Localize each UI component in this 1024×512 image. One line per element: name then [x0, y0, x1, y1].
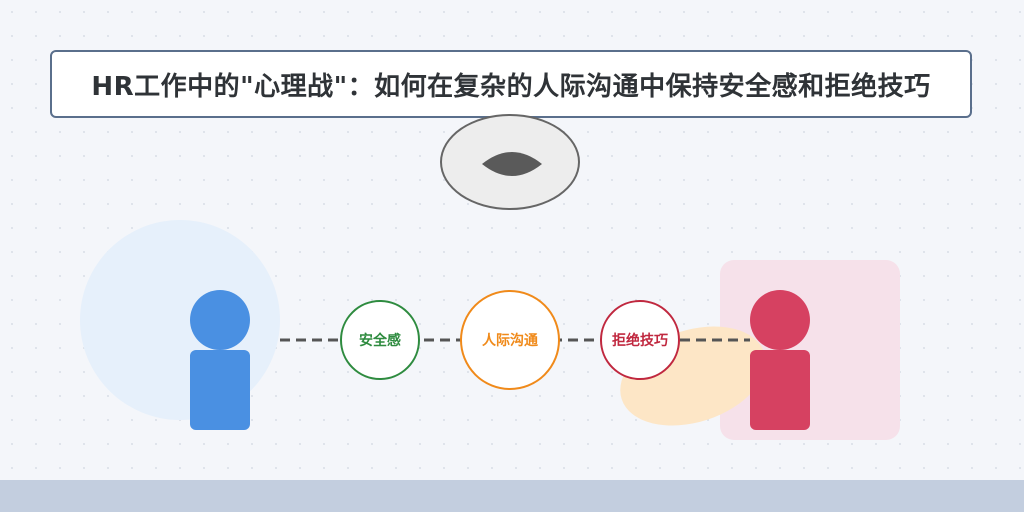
- person-right-figure: [750, 290, 810, 430]
- eye-badge: [440, 114, 580, 210]
- node-refusal: 拒绝技巧: [600, 300, 680, 380]
- title-banner: HR工作中的"心理战"：如何在复杂的人际沟通中保持安全感和拒绝技巧: [50, 50, 972, 118]
- page-title: HR工作中的"心理战"：如何在复杂的人际沟通中保持安全感和拒绝技巧: [91, 71, 931, 102]
- node-safety: 安全感: [340, 300, 420, 380]
- node-refusal-label: 拒绝技巧: [612, 333, 668, 349]
- eye-icon: [482, 152, 542, 176]
- node-communication-label: 人际沟通: [482, 333, 538, 349]
- node-safety-label: 安全感: [359, 333, 401, 349]
- person-left-body: [190, 350, 250, 430]
- person-left-figure: [190, 290, 250, 430]
- person-right-head: [750, 290, 810, 350]
- ground-strip: [0, 480, 1024, 512]
- person-left-head: [190, 290, 250, 350]
- node-communication: 人际沟通: [460, 290, 560, 390]
- person-right-body: [750, 350, 810, 430]
